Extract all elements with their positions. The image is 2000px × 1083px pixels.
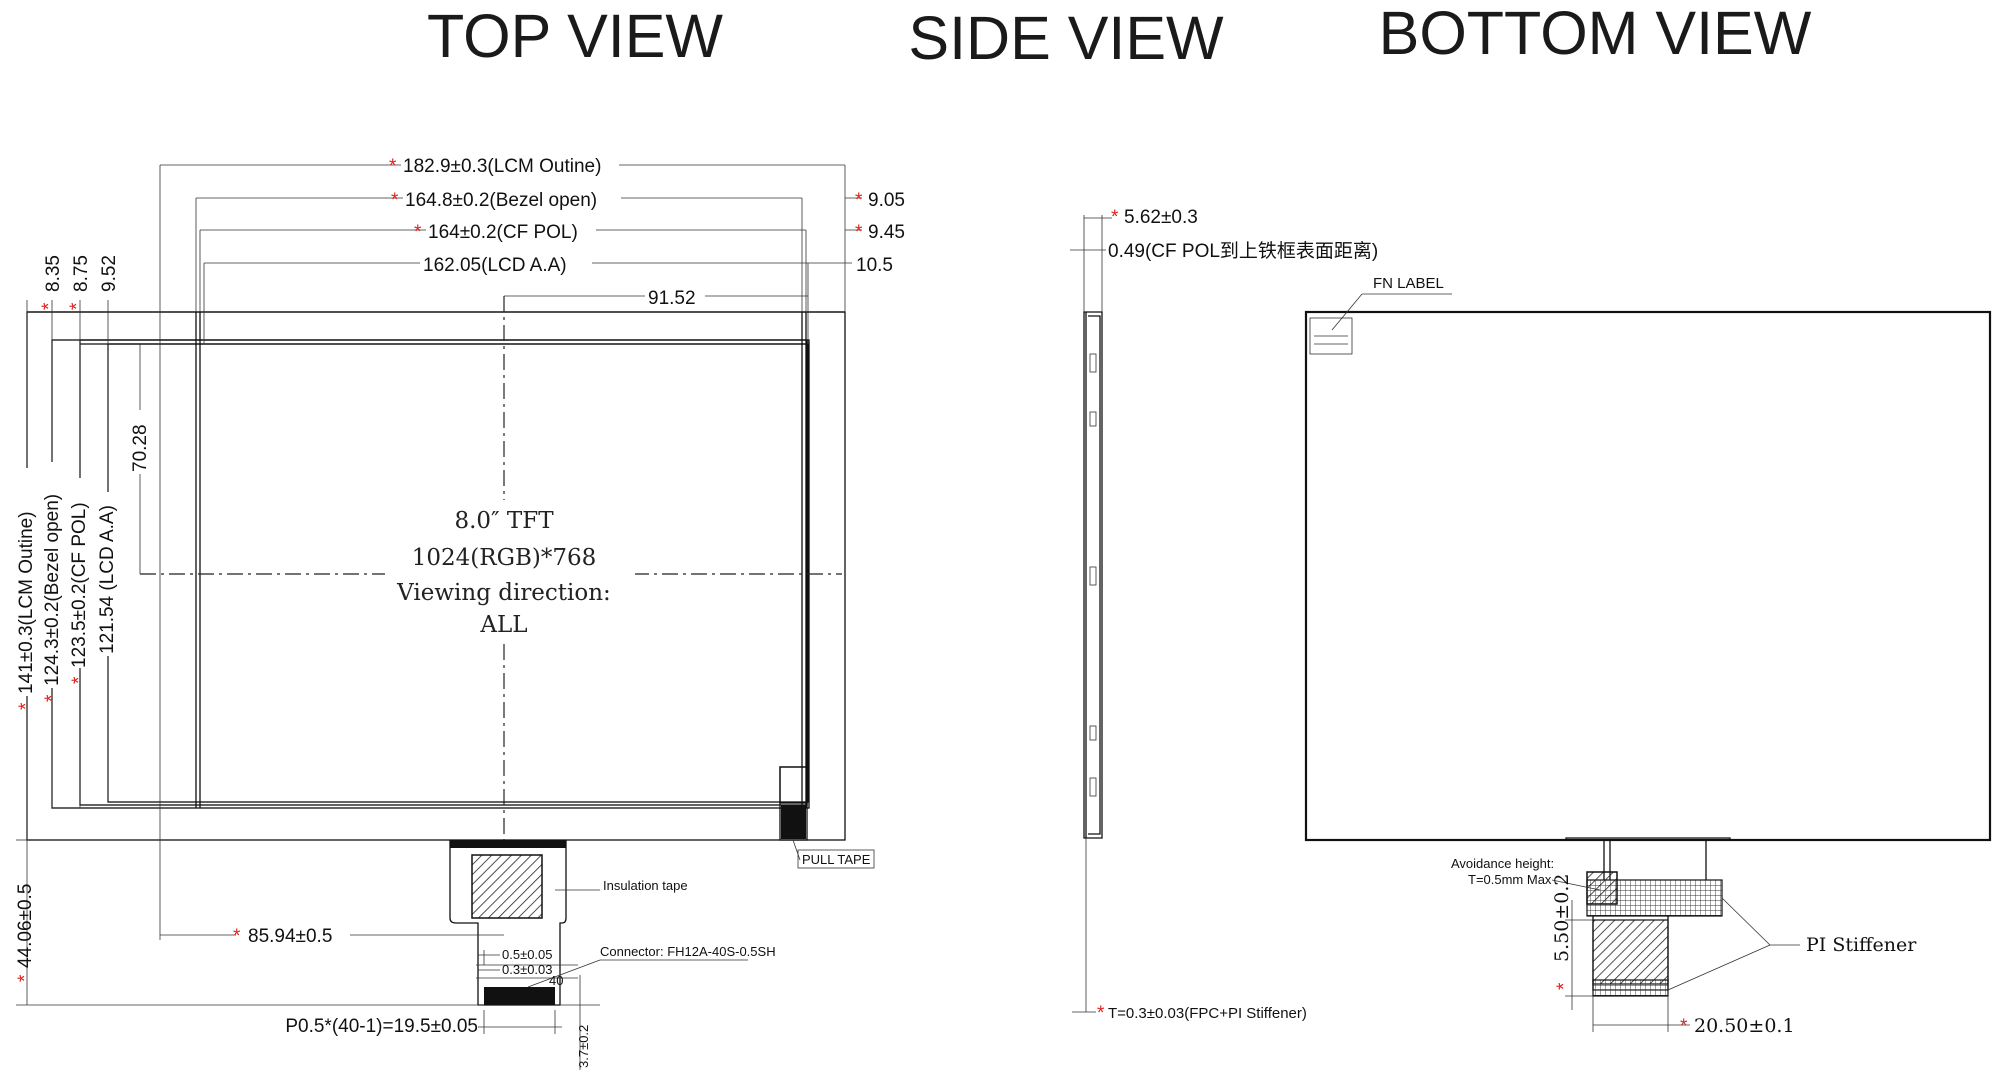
panel-size-text: 8.0″ TFT	[454, 508, 554, 534]
dim-star-905: *	[855, 190, 863, 211]
dim-star-141: *	[16, 702, 37, 710]
dim-star-875: *	[67, 302, 88, 310]
dim-top-952: 9.52	[99, 255, 120, 292]
insulation-tape-label: Insulation tape	[603, 878, 688, 893]
dim-lcm-height: 141±0.3(LCM Outine)	[16, 511, 37, 694]
bottom-view: FN LABEL Avoidance height: T=0.5mm Max P…	[1304, 275, 1992, 1037]
dim-t-005: 0.5±0.05	[502, 947, 553, 962]
bottom-star-2050: *	[1680, 1016, 1688, 1037]
dim-top-835: 8.35	[43, 255, 64, 292]
dim-cfpol-width: 164±0.2(CF POL)	[428, 222, 578, 243]
dim-lcdaa-width: 162.05(LCD A.A)	[423, 255, 567, 276]
dim-bezel-height: 124.3±0.2(Bezel open)	[42, 494, 63, 686]
dim-fpc-end: 3.7±0.2	[576, 1025, 591, 1068]
bottom-star-550: *	[1554, 982, 1575, 990]
viewing-direction-text: Viewing direction:	[396, 580, 611, 606]
connector-label: Connector: FH12A-40S-0.5SH	[600, 944, 776, 959]
fn-label-box	[1309, 317, 1353, 355]
fn-label-text: FN LABEL	[1373, 275, 1444, 292]
dim-fpc-length: 44.06±0.5	[15, 884, 36, 968]
dim-star-8594: *	[233, 926, 241, 947]
dim-side-fpc-thickness: T=0.3±0.03(FPC+PI Stiffener)	[1108, 1005, 1307, 1022]
dim-right-945: 9.45	[868, 222, 905, 243]
dim-t-003: 0.3±0.03	[502, 962, 553, 977]
viewing-direction-value: ALL	[479, 612, 527, 638]
top-view: PULL TAPE Insulation tape 0.5±0.05 0.3±0…	[15, 152, 905, 1070]
bottom-view-title: BOTTOM VIEW	[1379, 0, 1812, 67]
dim-star-835: *	[39, 302, 60, 310]
connector	[484, 987, 555, 1005]
dim-top-875: 8.75	[71, 255, 92, 292]
dim-star-1648: *	[391, 190, 399, 211]
dim-center-y: 70.28	[130, 424, 151, 472]
dim-right-905: 9.05	[868, 190, 905, 211]
side-view-title: SIDE VIEW	[908, 4, 1224, 72]
dim-side-cfpol-gap: 0.49(CF POL到上铁框表面距离)	[1108, 240, 1378, 262]
dim-stiffener-width: 20.50±0.1	[1694, 1015, 1795, 1037]
dim-lcdaa-height: 121.54 (LCD A.A)	[97, 505, 118, 654]
pi-stiffener-label: PI Stiffener	[1806, 934, 1917, 956]
pi-stiffener-bottom	[1592, 919, 1669, 985]
fpc-cable	[449, 840, 578, 1006]
dim-bezel-width: 164.8±0.2(Bezel open)	[405, 190, 597, 211]
dim-center-x: 91.52	[648, 288, 696, 309]
dim-star-1243: *	[42, 694, 63, 702]
top-view-title: TOP VIEW	[427, 2, 723, 70]
svg-text:40: 40	[549, 973, 563, 988]
dim-stiffener-height: 5.50±0.2	[1551, 874, 1573, 962]
dim-side-thickness: 5.62±0.3	[1124, 207, 1198, 228]
dim-right-105: 10.5	[856, 255, 893, 276]
panel-resolution-text: 1024(RGB)*768	[412, 545, 596, 571]
dim-pitch: P0.5*(40-1)=19.5±0.05	[285, 1016, 478, 1037]
dim-star-164: *	[414, 222, 422, 243]
side-star-fpc: *	[1097, 1003, 1105, 1024]
dim-star-1235: *	[69, 676, 90, 684]
bottom-outline	[1304, 310, 1992, 842]
side-star-562: *	[1111, 207, 1119, 228]
dim-fpc-offset: 85.94±0.5	[248, 926, 332, 947]
avoidance-height-label: Avoidance height:	[1451, 856, 1554, 871]
avoidance-height-value: T=0.5mm Max	[1468, 872, 1552, 887]
pull-tape-label: PULL TAPE	[802, 852, 871, 867]
insulation-tape	[471, 854, 543, 919]
dim-cfpol-height: 123.5±0.2(CF POL)	[69, 502, 90, 668]
side-view: * 5.62±0.3 0.49(CF POL到上铁框表面距离) * T=0.3±…	[1070, 207, 1378, 1024]
dim-star-945: *	[855, 222, 863, 243]
dim-star-1829: *	[389, 156, 397, 177]
dim-star-4406: *	[15, 974, 36, 982]
dim-lcm-width: 182.9±0.3(LCM Outine)	[403, 156, 601, 177]
